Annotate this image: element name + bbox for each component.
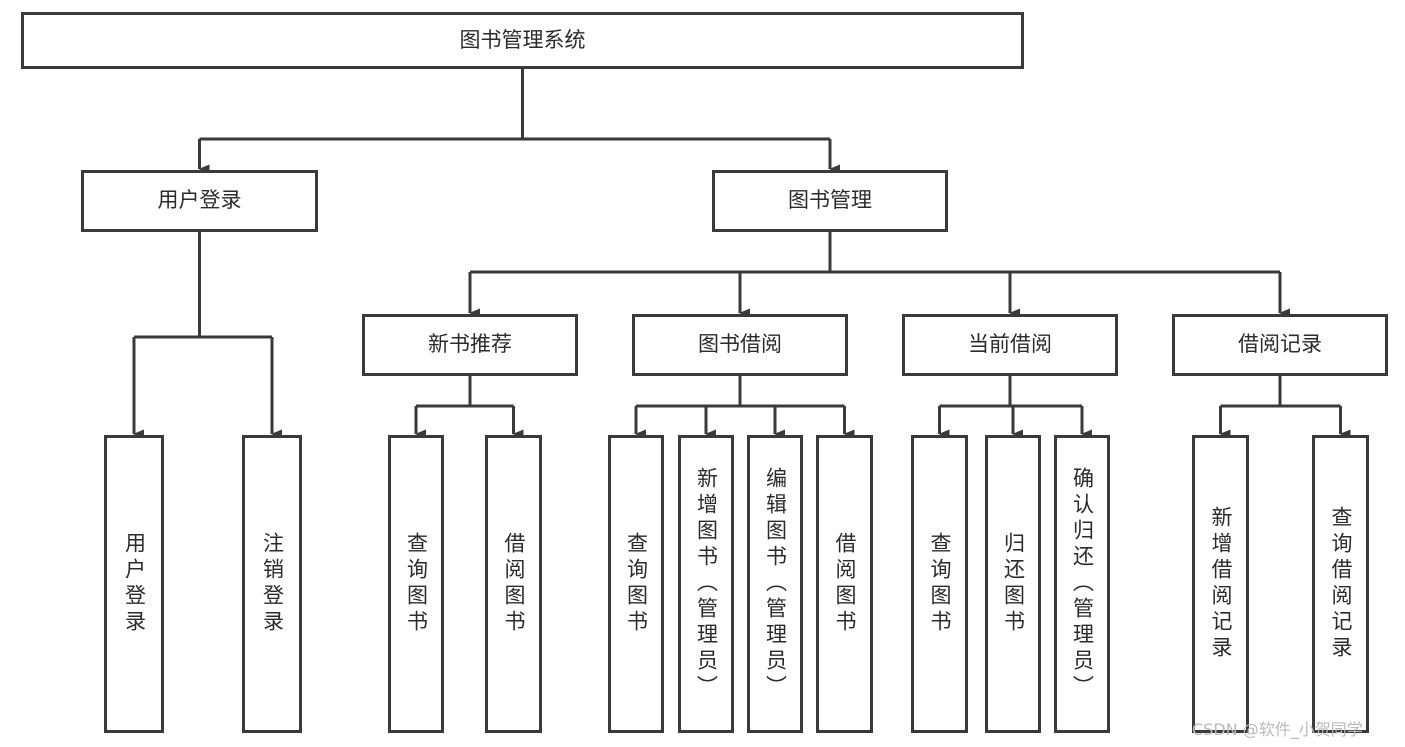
node-label: 借阅图书 xyxy=(502,532,526,636)
node-label: 查询图书 xyxy=(404,532,429,636)
node-label: 编辑图书（管理员） xyxy=(763,467,788,701)
node-label: 当前借阅 xyxy=(968,332,1052,357)
leaf-node-11-新增借阅记录[interactable]: 新增借阅记录 xyxy=(1192,435,1249,733)
node-label: 图书管理 xyxy=(788,188,872,213)
leaf-node-4-查询图书[interactable]: 查询图书 xyxy=(608,435,664,733)
node-label: 查询图书 xyxy=(928,532,952,636)
node-label: 借阅记录 xyxy=(1238,332,1322,357)
node-label: 用户登录 xyxy=(157,188,242,213)
watermark-label: CSDN @软件_小贺同学 xyxy=(1192,720,1363,739)
root-node-0-图书管理系统[interactable]: 图书管理系统 xyxy=(21,12,1024,69)
node-label: 借阅图书 xyxy=(833,532,857,636)
node-label: 确认归还（管理员） xyxy=(1070,467,1095,701)
connector-group xyxy=(132,69,1351,439)
level3-node-3-借阅记录[interactable]: 借阅记录 xyxy=(1172,314,1388,376)
node-label: 图书借阅 xyxy=(698,332,782,357)
level3-node-0-新书推荐[interactable]: 新书推荐 xyxy=(362,314,578,376)
level3-node-1-图书借阅[interactable]: 图书借阅 xyxy=(632,314,848,376)
node-label: 用户登录 xyxy=(122,532,147,636)
level2-node-0-用户登录[interactable]: 用户登录 xyxy=(81,170,318,232)
leaf-node-10-确认归还管理员[interactable]: 确认归还（管理员） xyxy=(1054,435,1110,733)
leaf-node-7-借阅图书[interactable]: 借阅图书 xyxy=(816,435,873,733)
leaf-node-6-编辑图书管理员[interactable]: 编辑图书（管理员） xyxy=(747,435,803,733)
leaf-node-3-借阅图书[interactable]: 借阅图书 xyxy=(485,435,542,733)
node-label: 新增图书（管理员） xyxy=(694,467,719,701)
leaf-node-8-查询图书[interactable]: 查询图书 xyxy=(911,435,968,733)
node-label: 图书管理系统 xyxy=(459,27,586,52)
leaf-node-5-新增图书管理员[interactable]: 新增图书（管理员） xyxy=(678,435,734,733)
node-label: 注销登录 xyxy=(260,532,285,636)
node-label: 查询借阅记录 xyxy=(1329,506,1353,662)
leaf-node-2-查询图书[interactable]: 查询图书 xyxy=(388,435,444,733)
node-label: 新增借阅记录 xyxy=(1209,506,1233,662)
node-label: 归还图书 xyxy=(1001,532,1026,636)
leaf-node-1-注销登录[interactable]: 注销登录 xyxy=(242,435,302,733)
node-label: 查询图书 xyxy=(624,532,649,636)
leaf-node-9-归还图书[interactable]: 归还图书 xyxy=(985,435,1041,733)
level2-node-1-图书管理[interactable]: 图书管理 xyxy=(712,170,948,232)
leaf-node-0-用户登录[interactable]: 用户登录 xyxy=(104,435,164,733)
leaf-node-12-查询借阅记录[interactable]: 查询借阅记录 xyxy=(1312,435,1369,733)
level3-node-2-当前借阅[interactable]: 当前借阅 xyxy=(902,314,1118,376)
node-label: 新书推荐 xyxy=(428,332,512,357)
